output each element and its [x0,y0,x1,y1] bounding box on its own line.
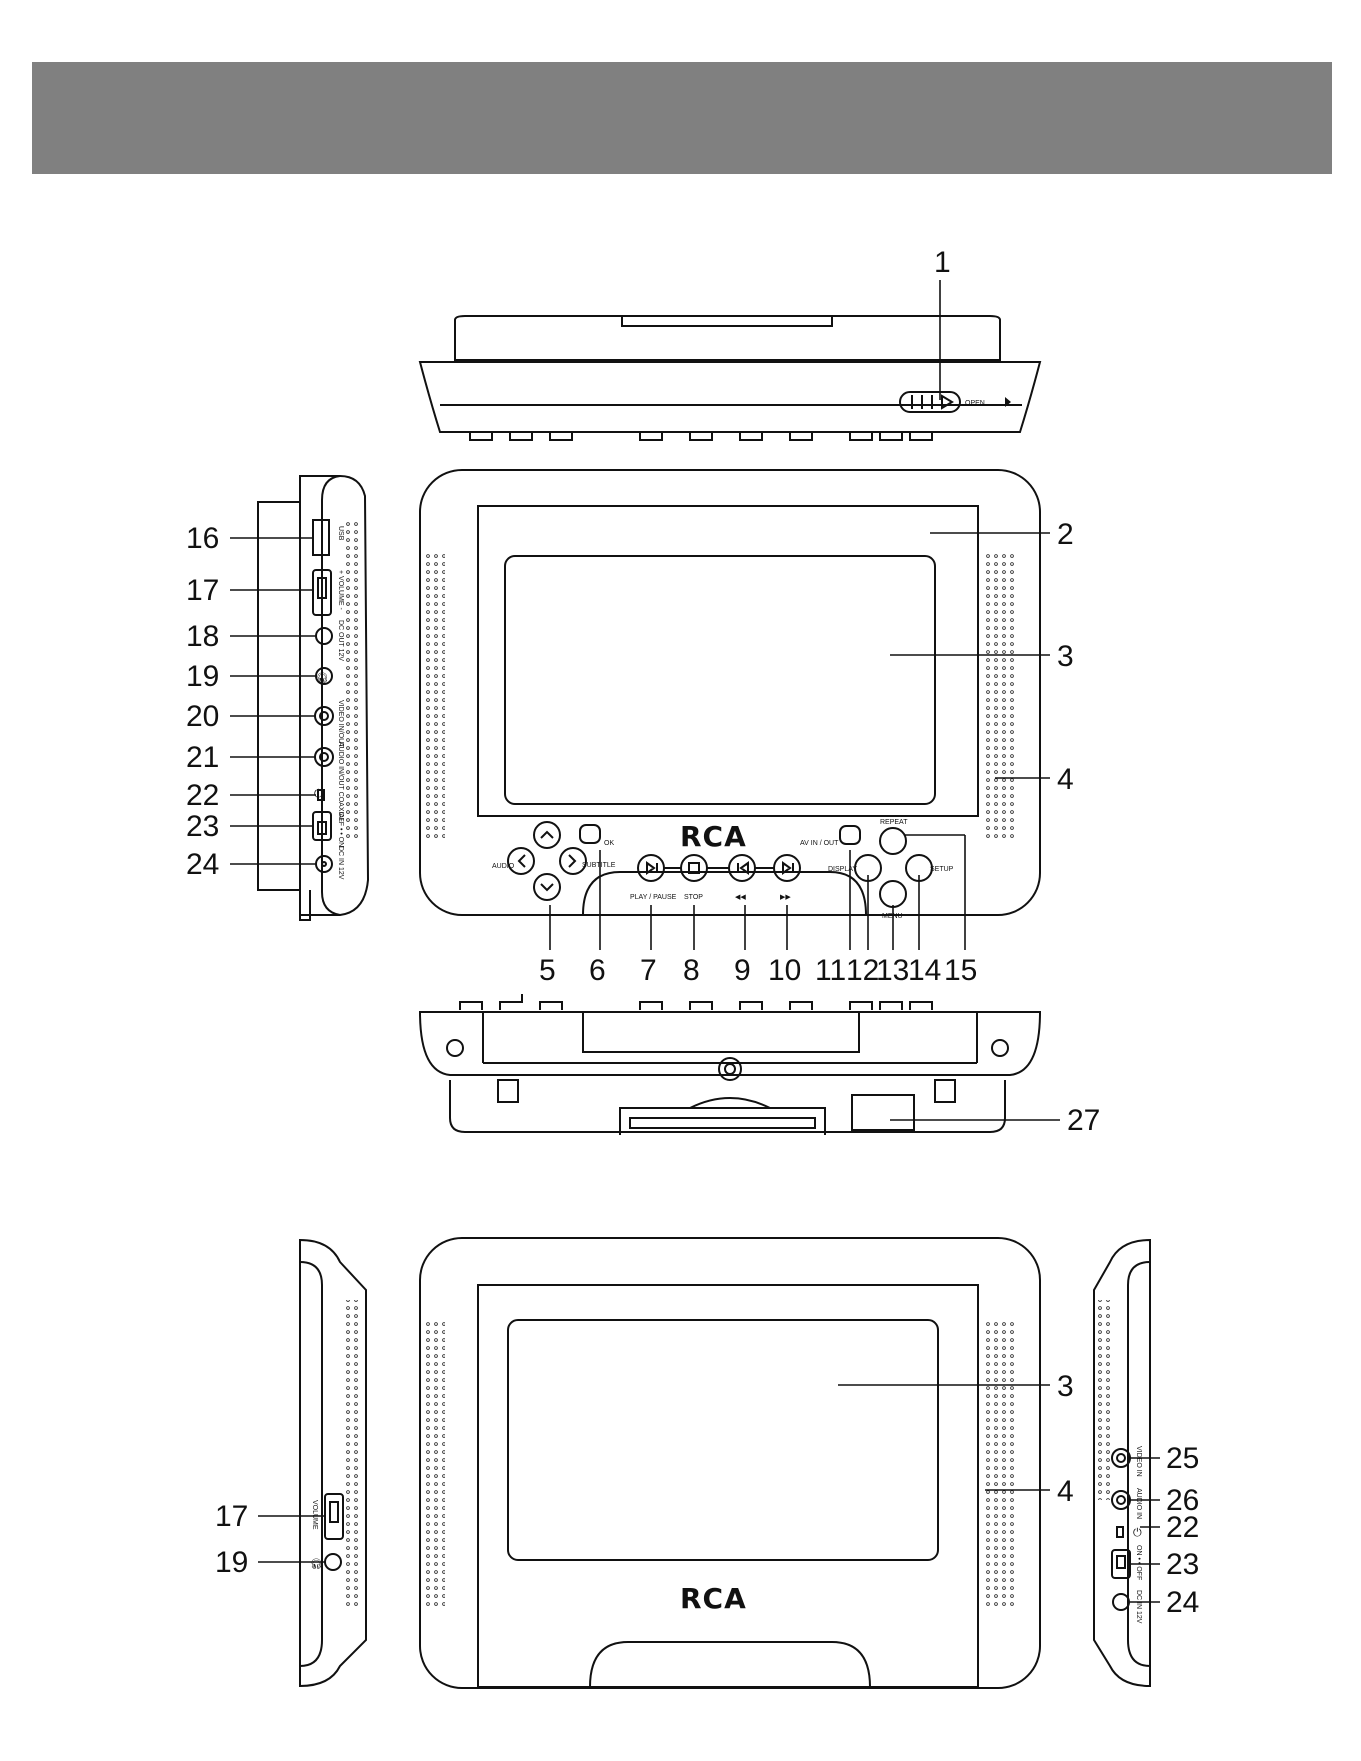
menu-button[interactable] [879,880,907,908]
headphone-jack-monitor[interactable] [324,1553,342,1571]
headphone-icon-monitor: 🎧︎ [310,1558,323,1570]
rewind-label: ◀◀ [735,894,746,901]
forward-label: ▶▶ [780,894,791,901]
left-side-view [257,475,370,921]
repeat-label: REPEAT [880,819,908,826]
leader-lines [230,280,1160,1603]
callout-13: 13 [876,954,909,987]
callout-19-monitor: 19 [215,1546,248,1579]
monitor-front-view [419,1237,1041,1689]
rca-logo: RCA [680,820,747,853]
callout-numbers: 1 2 3 4 5 6 7 8 9 10 11 12 13 14 15 16 1… [186,246,1199,1619]
callout-4-monitor: 4 [1057,1475,1074,1508]
callout-16: 16 [186,522,219,555]
video-label: VIDEO IN/OUT [337,700,344,748]
usb-label: USB [337,526,344,541]
callout-22: 22 [186,779,219,812]
audio-in-out-jack[interactable] [314,747,334,767]
callout-26: 26 [1166,1484,1199,1517]
dc-in-label-monitor: DC IN 12V [1135,1590,1142,1624]
stop-button[interactable] [680,854,708,882]
power-icon-monitor: ⏻ [1133,1527,1142,1539]
ok-label: OK [604,840,614,847]
video-in-label: VIDEO IN [1135,1446,1142,1477]
volume-label-monitor: VOLUME [311,1500,318,1530]
callout-1: 1 [934,246,951,279]
av-in-out-button[interactable] [839,825,861,845]
callout-27: 27 [1067,1104,1100,1137]
dc-out-jack[interactable] [315,627,333,645]
stop-label: STOP [684,894,703,901]
power-switch-label-monitor: ON • • OFF [1135,1545,1142,1580]
open-label: OPEN [965,400,985,407]
callout-3: 3 [1057,640,1074,673]
callout-6: 6 [589,954,606,987]
callout-22-monitor: 22 [1166,1511,1199,1544]
callout-17-monitor: 17 [215,1500,248,1533]
dc-in-label: DC IN 12V [337,846,344,880]
av-in-out-label: AV IN / OUT [800,840,839,847]
callout-9: 9 [734,954,751,987]
audio-coaxial-label: AUDIO IN/OUT COAXIAL [337,742,344,822]
callout-23: 23 [186,810,219,843]
callout-17: 17 [186,574,219,607]
audio-in-label: AUDIO IN [1135,1488,1142,1519]
callout-14: 14 [908,954,941,987]
callout-25: 25 [1166,1442,1199,1475]
dc-in-jack[interactable] [315,855,333,873]
bottom-view [418,994,1042,1135]
callout-8: 8 [683,954,700,987]
monitor-left-side-view [299,1238,367,1688]
callout-12: 12 [846,954,879,987]
power-switch-label: OFF • • ON [337,812,344,847]
callout-18: 18 [186,620,219,653]
volume-label: + VOLUME - [337,570,344,611]
rca-logo-monitor: RCA [680,1582,747,1615]
display-label: DISPLAY [828,866,857,873]
power-icon: ⏻ [314,788,323,800]
dc-in-jack-monitor[interactable] [1112,1593,1130,1611]
callout-19: 19 [186,660,219,693]
power-indicator [317,789,325,801]
callout-20: 20 [186,700,219,733]
volume-slider-monitor[interactable] [324,1493,344,1540]
power-indicator-monitor [1116,1526,1124,1538]
play-pause-button[interactable] [637,854,665,882]
callout-10: 10 [768,954,801,987]
monitor-right-side-view [1093,1238,1151,1688]
callout-15: 15 [944,954,977,987]
callout-23-monitor: 23 [1166,1548,1199,1581]
video-in-out-jack[interactable] [314,706,334,726]
subtitle-label: SUBTITLE [582,862,616,869]
header-band [32,62,1332,174]
callout-5: 5 [539,954,556,987]
callout-3-monitor: 3 [1057,1370,1074,1403]
front-view [419,469,1041,916]
audio-label: AUDIO [492,863,515,870]
callout-24: 24 [186,848,219,881]
open-arrow-icon [1005,397,1011,407]
volume-slider[interactable] [312,569,332,616]
top-view [418,315,1042,441]
callout-21: 21 [186,741,219,774]
callout-24-monitor: 24 [1166,1586,1199,1619]
play-pause-label: PLAY / PAUSE [630,894,677,901]
callout-7: 7 [640,954,657,987]
headphone-icon: 🎧︎ [316,672,329,684]
callout-4: 4 [1057,763,1074,796]
open-latch[interactable] [899,391,961,413]
setup-label: SETUP [930,866,954,873]
callout-11: 11 [815,954,846,987]
ok-button[interactable] [579,824,601,844]
battery-connector [851,1094,915,1131]
repeat-button[interactable] [879,827,907,855]
callout-2: 2 [1057,518,1074,551]
next-button[interactable] [773,854,801,882]
dc-out-label: DC OUT 12V [337,620,344,661]
